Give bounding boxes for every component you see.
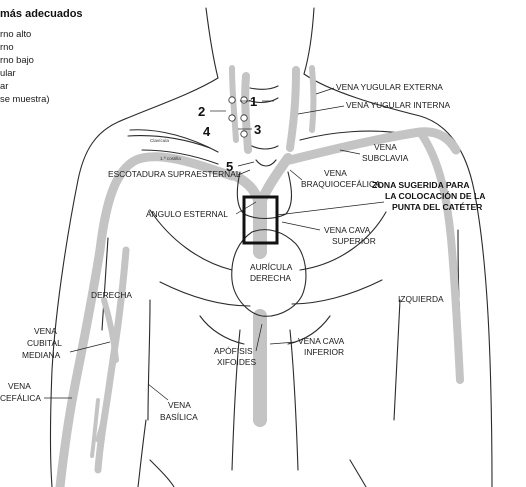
legend-item: se muestra) xyxy=(0,93,50,104)
label-zona-sugerida-1: ZONA SUGERIDA PARA xyxy=(372,180,470,190)
label-vena-braquiocefalica-1: VENA xyxy=(324,168,347,178)
point-number-1: 1 xyxy=(250,94,257,109)
label-vena-cava-superior-1: VENA CAVA xyxy=(324,225,371,235)
label-vena-cava-inferior-2: INFERIOR xyxy=(304,347,344,357)
label-auricula-derecha-2: DERECHA xyxy=(250,273,291,283)
legend-item: rno xyxy=(0,41,14,52)
legend-item: ar xyxy=(0,80,8,91)
point-number-2: 2 xyxy=(198,104,205,119)
label-vena-basilica-2: BASÍLICA xyxy=(160,412,198,422)
label-escotadura-supraesternal: ESCOTADURA SUPRAESTERNAL xyxy=(108,169,241,179)
label-vena-cefalica-2: CEFÁLICA xyxy=(0,393,41,403)
legend-item: ular xyxy=(0,67,16,78)
label-vena-cefalica-1: VENA xyxy=(8,381,31,391)
label-vena-cubital-1: VENA xyxy=(34,326,57,336)
label-zona-sugerida-3: PUNTA DEL CATÉTER xyxy=(392,202,483,212)
label-vena-cava-inferior-1: VENA CAVA xyxy=(298,336,345,346)
diagram-title: más adecuados xyxy=(0,8,83,20)
label-vena-cubital-2: CUBITAL xyxy=(27,338,62,348)
legend-item: rno alto xyxy=(0,28,31,39)
label-auricula-derecha-1: AURÍCULA xyxy=(250,262,293,272)
label-vena-basilica-1: VENA xyxy=(168,400,191,410)
body-outline xyxy=(51,8,493,487)
label-derecha: DERECHA xyxy=(91,290,132,300)
label-apofisis-2: XIFOIDES xyxy=(217,357,257,367)
legend: rno alto rno rno bajo ular ar se muestra… xyxy=(0,28,50,104)
label-vena-yugular-externa: VENA YUGULAR EXTERNA xyxy=(336,82,443,92)
label-vena-yugular-interna: VENA YUGULAR INTERNA xyxy=(346,100,451,110)
point-number-3: 3 xyxy=(254,122,261,137)
label-vena-subclavia-1: VENA xyxy=(374,142,397,152)
first-rib-label: 1.ª costilla xyxy=(160,156,181,161)
catheter-zone-leader xyxy=(277,202,384,215)
clavicle-label: Clavícula xyxy=(150,138,169,143)
point-number-4: 4 xyxy=(203,124,211,139)
label-apofisis-1: APÓFISIS xyxy=(214,346,253,356)
label-angulo-esternal: ÁNGULO ESTERNAL xyxy=(146,209,228,219)
label-vena-cava-superior-2: SUPERIOR xyxy=(332,236,376,246)
label-vena-braquiocefalica-2: BRAQUIOCEFÁLICA xyxy=(301,179,381,189)
sternal-notch xyxy=(252,146,278,166)
label-vena-subclavia-2: SUBCLAVIA xyxy=(362,153,409,163)
legend-item: rno bajo xyxy=(0,54,34,65)
label-vena-cubital-3: MEDIANA xyxy=(22,350,61,360)
label-zona-sugerida-2: LA COLOCACIÓN DE LA xyxy=(385,190,485,201)
label-izquierda: IZQUIERDA xyxy=(398,294,444,304)
